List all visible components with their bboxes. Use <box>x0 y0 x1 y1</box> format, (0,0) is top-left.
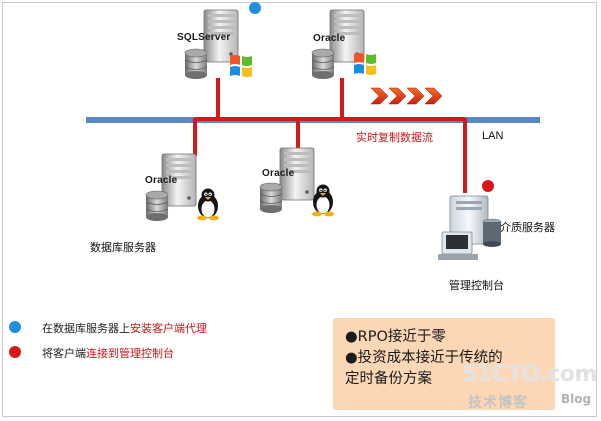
oracle-linux-node-2 <box>259 147 334 217</box>
oracle-windows-node <box>311 9 376 80</box>
wire-sqlserver <box>216 78 220 119</box>
watermark-logo: 51CTO.com <box>462 362 597 387</box>
summary-rpo: ●RPO接近于零 <box>345 329 446 345</box>
management-console-label: 管理控制台 <box>449 280 504 292</box>
wire-oracle-linux-1 <box>193 118 197 156</box>
legend-console-text: 将客户端 <box>42 348 86 360</box>
legend-blue-dot <box>9 321 21 333</box>
oracle-windows-label: Oracle <box>313 33 346 44</box>
oracle-linux-1-label: Oracle <box>145 175 178 186</box>
wire-oracle-windows <box>340 78 344 119</box>
wire-management-console <box>463 118 467 193</box>
diagram-frame <box>2 2 597 417</box>
legend-console-highlight: 连接到管理控制台 <box>86 348 174 360</box>
legend-agent-text: 在数据库服务器上 <box>42 323 130 335</box>
summary-box <box>333 318 555 410</box>
data-flow-arrows-icon <box>371 87 443 105</box>
replication-wire-horizontal <box>195 117 465 121</box>
oracle-linux-node-1 <box>145 153 219 222</box>
legend-agent-highlight: 安装客户端代理 <box>130 323 207 335</box>
watermark-subtitle: 技术博客 <box>468 395 528 411</box>
summary-cost-cont: 定时备份方案 <box>345 371 432 387</box>
agent-installed-marker <box>249 2 261 14</box>
media-server-label: 介质服务器 <box>500 222 555 234</box>
sqlserver-label: SQLServer <box>177 32 231 43</box>
database-servers-label: 数据库服务器 <box>90 242 156 254</box>
wire-oracle-linux-2 <box>296 118 300 150</box>
oracle-linux-2-label: Oracle <box>262 168 295 179</box>
console-connected-marker <box>482 180 494 192</box>
sqlserver-node <box>184 9 252 80</box>
lan-label: LAN <box>482 130 504 142</box>
management-console-node <box>438 195 502 260</box>
watermark-blog: Blog <box>561 392 592 406</box>
legend-red-dot <box>9 346 21 358</box>
realtime-stream-label: 实时复制数据流 <box>356 132 433 144</box>
legend-item-console: 将客户端连接到管理控制台 <box>42 345 174 361</box>
summary-cost: ●投资成本接近于传统的 <box>345 350 503 366</box>
legend-item-agent: 在数据库服务器上安装客户端代理 <box>42 320 207 336</box>
